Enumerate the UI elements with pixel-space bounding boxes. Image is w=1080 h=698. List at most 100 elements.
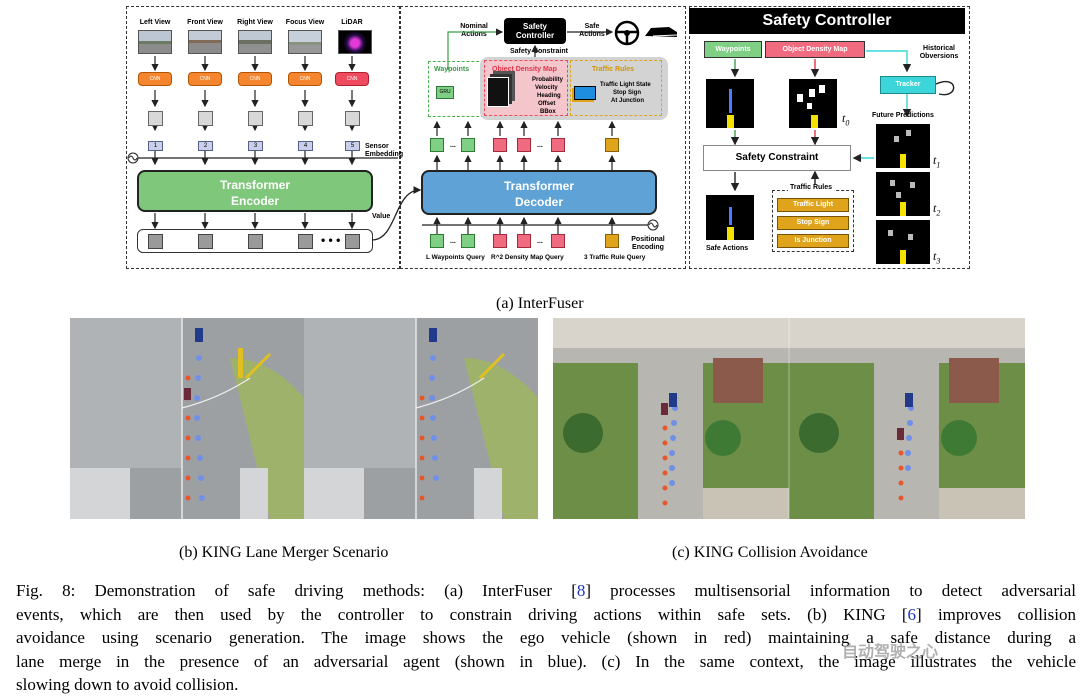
density-attr-bbox: BBox [540,109,556,115]
traffic-query [605,234,619,248]
density-attr-velocity: Velocity [535,85,558,91]
ego-trajectory-c1 [662,425,668,506]
front-view-image [188,30,222,54]
citation-8[interactable]: 8 [576,581,586,600]
sensor-embedding-label: Sensor Embedding [365,143,404,158]
caption-line-5: slowing down to avoid collision. [16,675,239,694]
traffic-attr-light: Traffic Light State [600,82,651,88]
caption-line-2: events, which are then used by the contr… [16,604,1076,624]
safety-constraint-box: Safety Constraint [703,145,851,171]
safe-actions-label: Safe Actions [706,245,749,252]
sensor-index-3: 3 [248,141,263,151]
gru-box: GRU [436,86,454,99]
watermark: 自动驾驶之心 [842,644,939,661]
waypoints-query-label: L Waypoints Query [426,254,485,261]
view-label-lidar: LiDAR [341,19,363,26]
decoder-flow-arrows [447,28,614,70]
value-label: Value [372,213,391,220]
view-label-left: Left View [139,19,171,26]
right-view-image [238,30,272,54]
cnn-focus: CNN [288,72,322,86]
future-predictions-label: Future Predictions [872,112,934,119]
king-lane-merger-image [70,318,538,519]
decoder-output-arrows [433,120,616,170]
density-small-label: Object Density Map [492,66,557,73]
traffic-attr-junction: At Junction [611,98,644,104]
positional-encoding-label: Positional Encoding [631,236,665,251]
view-label-front: Front View [187,19,223,26]
feature-token-5 [345,111,360,126]
density-token-3 [551,138,565,152]
encoder-output-4 [298,234,313,249]
cnn-lidar: CNN [335,72,369,86]
waypoints-small-label: Waypoints [434,66,470,73]
query-ellipsis-2: ... [537,238,543,245]
nominal-actions-label: Nominal Actions [460,23,488,38]
encoder-arrows [151,213,356,230]
ego-trajectory-b1 [185,375,191,501]
steering-wheel-icon [614,20,640,46]
collision-scene [553,318,1025,519]
sensor-index-1: 1 [148,141,163,151]
safety-constraint-small-label: Safety Constraint [510,48,568,55]
traffic-token [605,138,619,152]
caption-a: (a) InterFuser [496,295,584,312]
density-query-3 [551,234,565,248]
density-query-label: R^2 Density Map Query [491,254,564,261]
cnn-front: CNN [188,72,222,86]
density-attr-offset: Offset [538,101,556,107]
caption-line-1: Fig. 8: Demonstration of safe driving me… [16,581,1076,600]
query-ellipsis-1: ... [450,238,456,245]
density-token-2 [517,138,531,152]
traffic-rule-stack [574,86,596,100]
sensor-index-5: 5 [345,141,360,151]
traffic-query-label: 3 Traffic Rule Query [584,254,646,261]
waypoint-token-2 [461,138,475,152]
feature-token-2 [198,111,213,126]
transformer-decoder: Transformer Decoder [421,170,657,215]
density-map-stack [487,77,509,107]
car-icon [645,27,678,37]
feature-token-4 [298,111,313,126]
sensor-arrows [134,56,398,166]
caption-b: (b) KING Lane Merger Scenario [179,544,389,561]
feature-token-1 [148,111,163,126]
token-ellipsis-1: ... [450,142,456,149]
safety-controller-panel [689,6,970,269]
citation-6[interactable]: 6 [907,604,917,624]
token-ellipsis-2: ... [537,142,543,149]
density-attr-probability: Probability [532,77,564,83]
caption-c: (c) KING Collision Avoidance [672,544,868,561]
rule-is-junction: Is Junction [777,234,849,248]
future-bev-1 [876,124,930,168]
waypoint-token-1 [430,138,444,152]
historical-label: Historical Obversions [919,45,959,60]
sensor-index-2: 2 [198,141,213,151]
ellipsis: • • • [321,233,341,247]
caption-line-4: lane merge in the presence of an adversa… [16,651,1076,671]
t0-label: t0 [842,111,850,128]
tracker-box: Tracker [880,76,936,94]
view-label-right: Right View [237,19,273,26]
encoder-output-1 [148,234,163,249]
safety-controller-box [504,18,566,44]
lane-merger-scene [70,318,538,519]
encoder-output-3 [248,234,263,249]
safe-actions-bev [706,195,754,240]
safety-controller-small-label: Safety Controller [515,22,555,40]
encoder-panel [126,6,400,269]
lidar-image [338,30,372,54]
sc-waypoints-tag: Waypoints [704,41,762,58]
t1-label: t1 [933,153,941,170]
t2-label: t2 [933,201,941,218]
waypoint-query-1 [430,234,444,248]
density-query-2 [517,234,531,248]
rule-stop-sign: Stop Sign [777,216,849,230]
future-bev-2 [876,172,930,216]
cnn-right: CNN [238,72,272,86]
safe-actions-top-label: Safe Actions [579,23,605,38]
decoder-panel [400,6,686,269]
traffic-attr-stop: Stop Sign [613,90,641,96]
traffic-rules-label: Traffic Rules [788,184,835,192]
waypoint-query-2 [461,234,475,248]
